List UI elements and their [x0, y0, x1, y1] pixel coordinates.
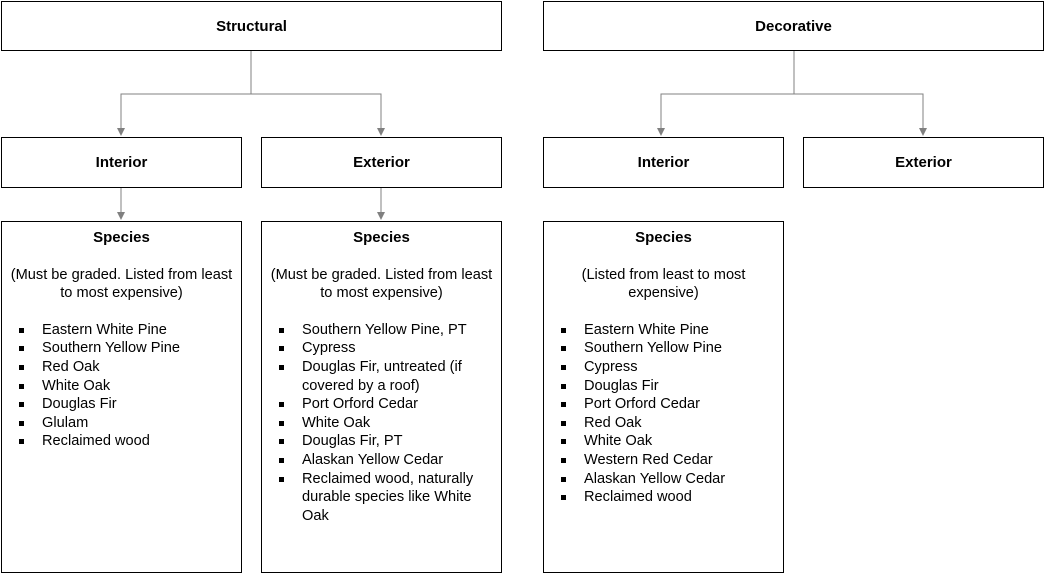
structural-interior-species-box: Species (Must be graded. Listed from lea… [1, 221, 242, 573]
species-item: Red Oak [561, 414, 775, 433]
species-item: White Oak [561, 432, 775, 451]
decorative-title: Decorative [755, 17, 832, 35]
species-item: Western Red Cedar [561, 451, 775, 470]
species-item: Reclaimed wood, naturally durable specie… [279, 470, 493, 526]
connector-structural-interior [117, 51, 252, 136]
species-item: Red Oak [19, 358, 233, 377]
decorative-node: Decorative [543, 1, 1044, 51]
species-item: Douglas Fir, PT [279, 432, 493, 451]
species-item: Douglas Fir [561, 377, 775, 396]
structural-exterior-title: Exterior [353, 154, 410, 171]
species-title: Species [353, 229, 410, 246]
species-item: Port Orford Cedar [279, 395, 493, 414]
species-item: Eastern White Pine [19, 321, 233, 340]
structural-interior-title: Interior [95, 154, 148, 171]
decorative-exterior-title: Exterior [895, 154, 952, 171]
connector-structural-exterior [251, 93, 385, 136]
decorative-interior-title: Interior [637, 154, 690, 171]
structural-title: Structural [216, 17, 287, 35]
connector-decorative-interior [657, 51, 795, 136]
species-item: White Oak [279, 414, 493, 433]
species-item: Port Orford Cedar [561, 395, 775, 414]
decorative-interior-species-box: Species (Listed from least to most expen… [543, 221, 784, 573]
structural-exterior-node: Exterior [261, 137, 502, 188]
species-item: Douglas Fir [19, 395, 233, 414]
structural-interior-node: Interior [1, 137, 242, 188]
structural-node: Structural [1, 1, 502, 51]
species-item: Reclaimed wood [19, 432, 233, 451]
species-item: Glulam [19, 414, 233, 433]
species-item: Cypress [279, 339, 493, 358]
species-item: Douglas Fir, untreated (if covered by a … [279, 358, 493, 395]
species-item: Alaskan Yellow Cedar [561, 470, 775, 489]
species-item: Southern Yellow Pine, PT [279, 321, 493, 340]
species-note: (Must be graded. Listed from least to mo… [10, 266, 233, 302]
species-list: Eastern White Pine Southern Yellow Pine … [552, 321, 775, 507]
decorative-interior-node: Interior [543, 137, 784, 188]
species-item: Eastern White Pine [561, 321, 775, 340]
species-note: (Listed from least to most expensive) [581, 266, 746, 302]
species-item: Reclaimed wood [561, 488, 775, 507]
species-item: White Oak [19, 377, 233, 396]
species-item: Alaskan Yellow Cedar [279, 451, 493, 470]
decorative-exterior-node: Exterior [803, 137, 1044, 188]
species-title: Species [93, 229, 150, 246]
species-list: Southern Yellow Pine, PT Cypress Douglas… [270, 321, 493, 526]
structural-exterior-species-box: Species (Must be graded. Listed from lea… [261, 221, 502, 573]
species-item: Southern Yellow Pine [561, 339, 775, 358]
species-item: Southern Yellow Pine [19, 339, 233, 358]
species-note: (Must be graded. Listed from least to mo… [270, 266, 493, 302]
connector-decorative-exterior [794, 93, 927, 136]
species-list: Eastern White Pine Southern Yellow Pine … [10, 321, 233, 451]
species-item: Cypress [561, 358, 775, 377]
species-title: Species [635, 229, 692, 246]
